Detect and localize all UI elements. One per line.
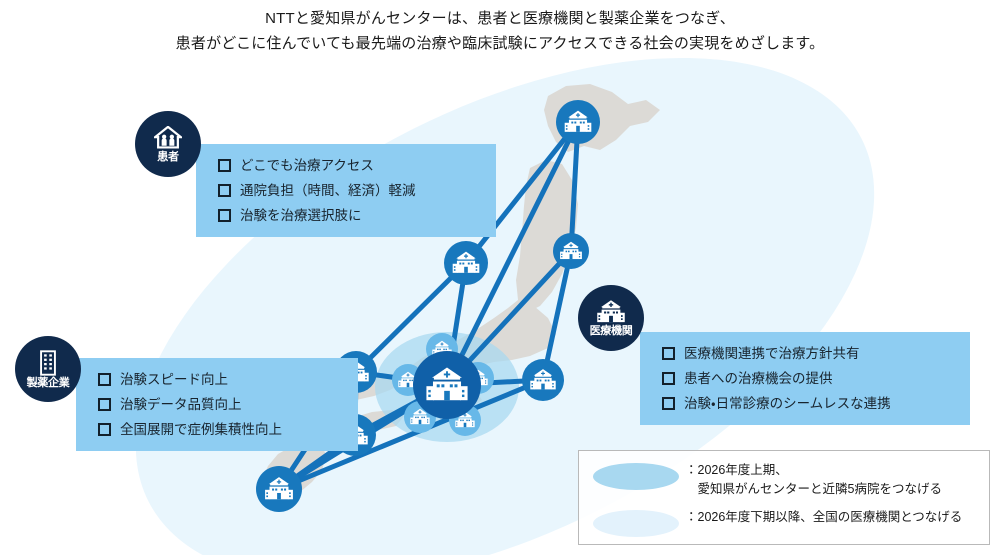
list-item: 治験・日常診療のシームレスな連携 (662, 391, 956, 416)
list-item: 通院負担（時間、経済）軽減 (218, 178, 482, 203)
callout-patient-item-2: 治験を治療選択肢に (240, 208, 362, 223)
callout-medical-list: 医療機関連携で治療方針共有 患者への治療機会の提供 治験・日常診療のシームレスな… (662, 341, 956, 416)
list-item: 全国展開で症例集積性向上 (98, 417, 344, 442)
callout-medical-institution: 医療機関連携で治療方針共有 患者への治療機会の提供 治験・日常診療のシームレスな… (640, 332, 970, 425)
legend-entry-1-line-1: ：2026年度下期以降、全国の医療機関とつなげる (685, 510, 963, 524)
remote-hospital-node-kanto-north (444, 241, 488, 285)
house-with-people-icon (151, 124, 185, 150)
list-item: 治験スピード向上 (98, 367, 344, 392)
square-bullet-icon (218, 209, 231, 222)
callout-patient-list: どこでも治療アクセス 通院負担（時間、経済）軽減 治験を治療選択肢に (218, 153, 482, 228)
callout-medical-item-0: 医療機関連携で治療方針共有 (684, 346, 860, 361)
office-building-icon (37, 349, 59, 376)
square-bullet-icon (98, 373, 111, 386)
callout-pharmaceutical-company: 治験スピード向上 治験データ品質向上 全国展開で症例集積性向上 (76, 358, 358, 451)
badge-patient: 患者 (135, 111, 201, 177)
callout-patient-item-0: どこでも治療アクセス (240, 158, 374, 173)
network-link (540, 248, 574, 383)
callout-medical-item-1: 患者への治療機会の提供 (684, 371, 833, 386)
legend-row: ：2026年度上期、 愛知県がんセンターと近隣5病院をつなげる (579, 461, 989, 499)
list-item: 治験を治療選択肢に (218, 203, 482, 228)
list-item: 患者への治療機会の提供 (662, 366, 956, 391)
phase-1-ellipse-swatch (593, 463, 679, 490)
legend-entry-0-line-2: 愛知県がんセンターと近隣5病院をつなげる (685, 482, 942, 496)
badge-patient-label: 患者 (157, 150, 179, 163)
square-bullet-icon (98, 423, 111, 436)
list-item: どこでも治療アクセス (218, 153, 482, 178)
legend-row: ：2026年度下期以降、全国の医療機関とつなげる (579, 508, 989, 537)
callout-pharma-item-1: 治験データ品質向上 (120, 397, 242, 412)
page-title: NTTと愛知県がんセンターは、患者と医療機関と製薬企業をつなぎ、 患者がどこに住… (0, 6, 1000, 56)
callout-pharma-item-2: 全国展開で症例集積性向上 (120, 422, 282, 437)
callout-pharma-list: 治験スピード向上 治験データ品質向上 全国展開で症例集積性向上 (98, 367, 344, 442)
hub-node-layer (413, 351, 481, 419)
legend-entry-1-text: ：2026年度下期以降、全国の医療機関とつなげる (685, 508, 962, 527)
list-item: 医療機関連携で治療方針共有 (662, 341, 956, 366)
network-link (353, 260, 469, 375)
callout-medical-item-2: 治験・日常診療のシームレスな連携 (684, 396, 891, 411)
legend: ：2026年度上期、 愛知県がんセンターと近隣5病院をつなげる ：2026年度下… (578, 450, 990, 545)
network-link (463, 119, 581, 266)
badge-medical-institution: 医療機関 (578, 285, 644, 351)
legend-entry-0-text: ：2026年度上期、 愛知県がんセンターと近隣5病院をつなげる (685, 461, 942, 499)
list-item: 治験データ品質向上 (98, 392, 344, 417)
remote-hospital-node-tohoku (553, 233, 589, 269)
badge-pharma-label: 製薬企業 (26, 376, 70, 389)
square-bullet-icon (662, 372, 675, 385)
square-bullet-icon (218, 184, 231, 197)
network-link (276, 377, 546, 492)
badge-medical-label: 医療機関 (589, 325, 633, 337)
legend-entry-0-line-1: ：2026年度上期、 (685, 463, 788, 477)
phase-2-ellipse-swatch (593, 510, 679, 537)
square-bullet-icon (98, 398, 111, 411)
headline-line-1: NTTと愛知県がんセンターは、患者と医療機関と製薬企業をつなぎ、 (265, 10, 735, 27)
hospital-building-icon (595, 299, 627, 324)
callout-patient: どこでも治療アクセス 通院負担（時間、経済）軽減 治験を治療選択肢に (196, 144, 496, 237)
callout-pharma-item-0: 治験スピード向上 (120, 372, 228, 387)
badge-pharmaceutical-company: 製薬企業 (15, 336, 81, 402)
callout-patient-item-1: 通院負担（時間、経済）軽減 (240, 183, 416, 198)
headline-line-2: 患者がどこに住んでいても最先端の治療や臨床試験にアクセスできる社会の実現をめざし… (175, 35, 825, 52)
network-link (444, 119, 581, 388)
square-bullet-icon (662, 347, 675, 360)
remote-hospital-node-kyushu (256, 466, 302, 512)
hub-cancer-center-node (413, 351, 481, 419)
square-bullet-icon (218, 159, 231, 172)
remote-hospital-node-kanto-east (522, 359, 564, 401)
square-bullet-icon (662, 397, 675, 410)
remote-hospital-node-hokkaido (556, 100, 600, 144)
